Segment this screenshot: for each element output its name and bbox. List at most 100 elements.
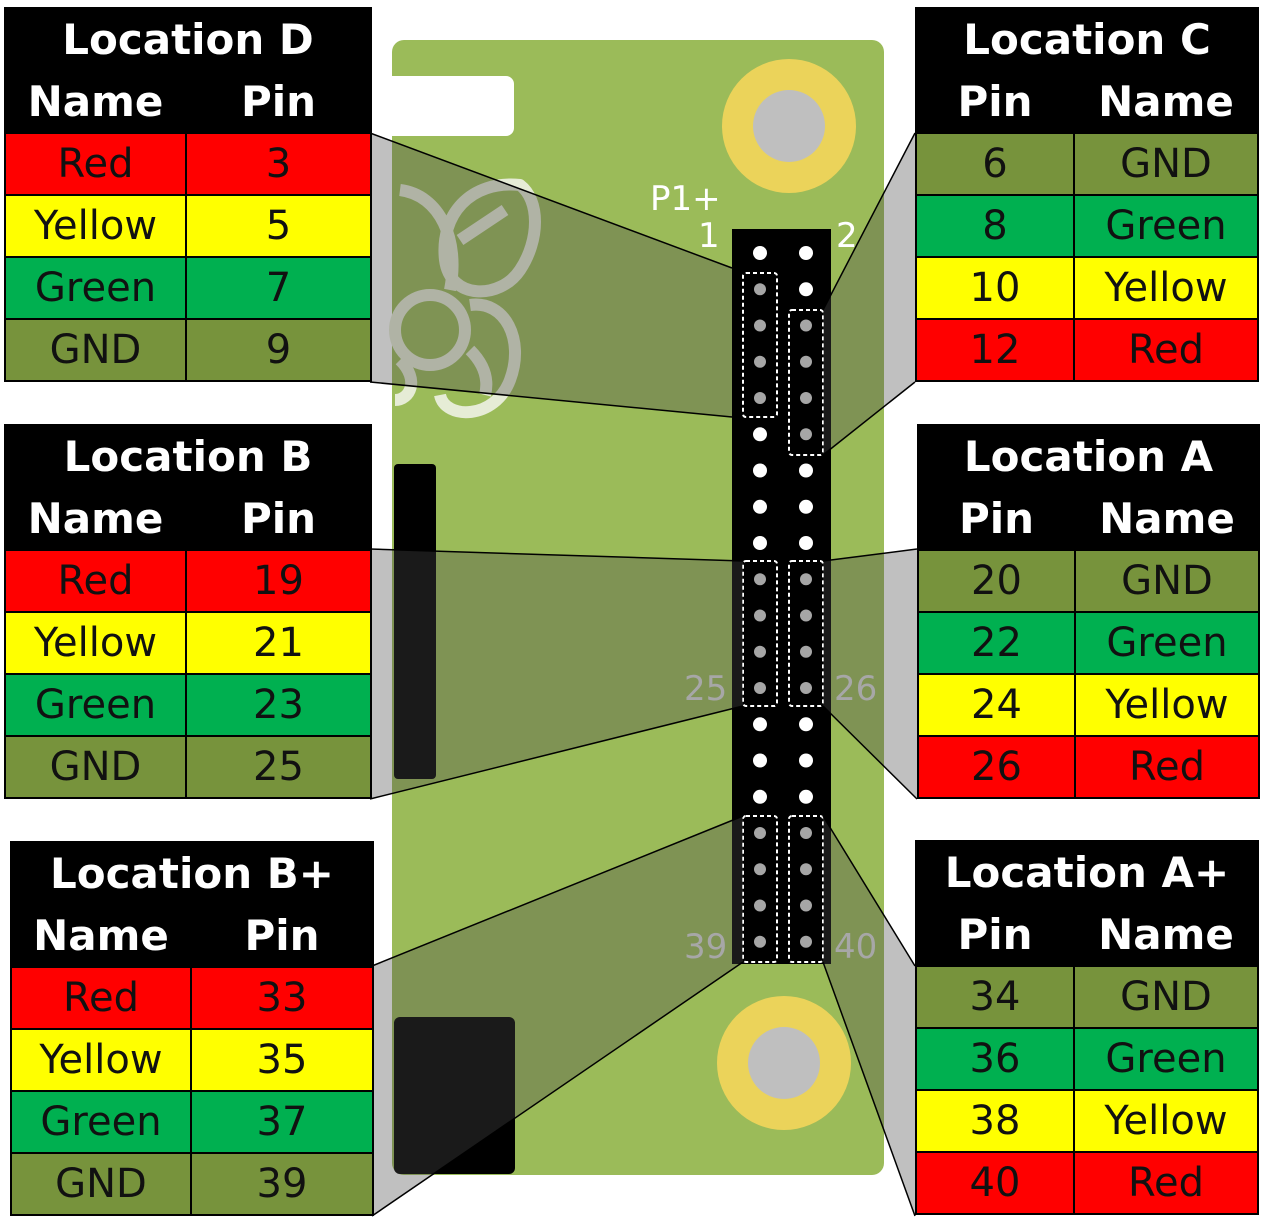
callout-edge <box>822 815 916 967</box>
pin-name: GND <box>1073 132 1259 196</box>
pin-name: Yellow <box>1074 673 1260 737</box>
header-pin <box>754 899 766 912</box>
header-pin <box>799 789 813 804</box>
pin-name: Red <box>1073 318 1259 382</box>
pin-name: Yellow <box>4 194 187 258</box>
col-header-name: Name <box>1073 903 1259 967</box>
header-pin <box>800 355 812 368</box>
header-pin <box>754 827 766 839</box>
pin-number: 33 <box>189 966 375 1030</box>
col-header-name: Name <box>1074 487 1260 551</box>
col-header-pin: Pin <box>184 70 373 134</box>
pin-label-25: 25 <box>684 669 727 709</box>
pin-box-location-c <box>788 309 824 456</box>
col-header-name: Name <box>1073 70 1259 134</box>
callout-edge <box>822 705 918 800</box>
callout-edge <box>371 961 744 1217</box>
header-pin <box>800 573 812 586</box>
callout-location-b <box>370 549 743 799</box>
header-pin <box>753 427 767 442</box>
pin-name: Green <box>10 1090 192 1154</box>
pin-name: Green <box>1074 611 1260 675</box>
pin-number: 35 <box>189 1028 375 1092</box>
pin-number: 8 <box>915 194 1075 258</box>
callout-edge <box>369 381 733 418</box>
callout-wedges <box>370 133 917 1216</box>
header-pin <box>753 246 767 260</box>
pin-name: GND <box>4 735 187 799</box>
header-pin <box>799 753 813 768</box>
table-title: Location B <box>4 424 372 487</box>
pin-name: GND <box>1074 549 1260 613</box>
pin-name: GND <box>10 1152 192 1216</box>
table-title: Location D <box>3 7 373 70</box>
pin-number: 38 <box>915 1089 1075 1153</box>
pin-number: 19 <box>185 549 372 613</box>
pin-name: Red <box>1074 735 1260 799</box>
pin-box-location-b <box>742 560 778 707</box>
header-pin <box>800 899 812 912</box>
header-pin <box>753 463 767 478</box>
header-pin <box>799 536 813 550</box>
header-pin <box>799 282 813 297</box>
pin-number: 23 <box>185 673 372 737</box>
pin-name: Green <box>1073 1027 1259 1091</box>
raspberry-logo <box>389 178 541 419</box>
pin-name: GND <box>1073 965 1259 1029</box>
header-pin <box>754 392 766 404</box>
callout-edge <box>369 705 744 800</box>
pin-number: 34 <box>915 965 1075 1029</box>
pin-name: Green <box>1073 194 1259 258</box>
pin-name: Green <box>4 256 187 320</box>
col-header-pin: Pin <box>915 70 1075 134</box>
pin-number: 12 <box>915 318 1075 382</box>
table-title: Location A <box>917 424 1260 487</box>
pin-name: Yellow <box>1073 256 1259 320</box>
usb-connector <box>394 1017 515 1174</box>
pin-label-1: 1 <box>698 216 720 256</box>
header-pin <box>800 609 812 622</box>
callout-location-c <box>823 133 915 455</box>
pin-number: 25 <box>185 735 372 799</box>
header-pin <box>754 645 766 658</box>
header-pin <box>800 863 812 876</box>
pin-label-40: 40 <box>834 927 877 967</box>
col-header-name: Name <box>10 904 192 968</box>
pin-name: Yellow <box>10 1028 192 1092</box>
col-header-name: Name <box>4 487 187 551</box>
table-title: Location C <box>915 7 1259 70</box>
pin-box-location-b-plus <box>742 815 778 963</box>
header-pin <box>753 499 767 514</box>
header-label: P1+ <box>650 179 721 219</box>
callout-location-a <box>823 549 917 799</box>
callout-edge <box>822 961 916 1217</box>
header-pin <box>754 609 766 622</box>
header-pin <box>799 717 813 732</box>
pin-number: 37 <box>189 1090 375 1154</box>
header-pin <box>800 428 812 441</box>
callout-edge <box>822 381 916 456</box>
header-pin <box>754 935 766 948</box>
pin-number: 22 <box>917 611 1076 675</box>
header-pin <box>800 682 812 694</box>
pin-number: 20 <box>917 549 1076 613</box>
header-pin <box>800 319 812 332</box>
header-pin <box>754 682 766 694</box>
mounting-hole-bottom <box>717 996 851 1130</box>
callout-edge <box>371 815 744 967</box>
pin-number: 24 <box>917 673 1076 737</box>
header-pin <box>800 827 812 839</box>
pin-number: 39 <box>189 1152 375 1216</box>
pin-label-26: 26 <box>834 669 877 709</box>
pin-number: 5 <box>184 194 373 258</box>
header-pin <box>753 536 767 550</box>
header-pin <box>753 753 767 768</box>
callout-edge <box>822 548 918 562</box>
header-pin <box>800 645 812 658</box>
pin-box-location-a-plus <box>788 815 824 963</box>
